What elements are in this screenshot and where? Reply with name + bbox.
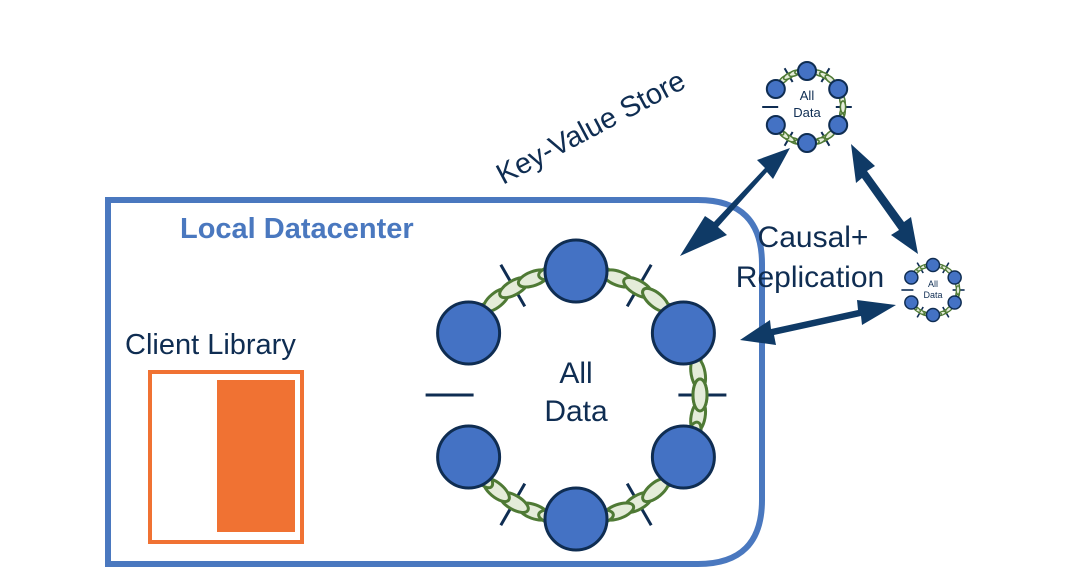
local-datacenter-title: Local Datacenter bbox=[180, 213, 414, 245]
top-ring-label-data: Data bbox=[793, 105, 821, 120]
main-ring-label-all: All bbox=[559, 357, 592, 390]
causal-replication-line2: Replication bbox=[736, 261, 884, 294]
main-ring-node-3 bbox=[650, 424, 716, 490]
right-ring-node-3 bbox=[947, 295, 962, 310]
top-ring-node-6 bbox=[765, 79, 786, 99]
right-ring-nodes bbox=[904, 257, 962, 323]
arrow-local-to-right bbox=[740, 300, 896, 345]
right-ring-node-1 bbox=[925, 257, 941, 273]
right-ring-label-all: All bbox=[928, 279, 938, 289]
main-ring-nodes bbox=[436, 238, 716, 552]
main-ring-node-1 bbox=[543, 238, 609, 304]
key-value-store-label: Key-Value Store bbox=[491, 65, 691, 191]
top-ring-chain-link-23 bbox=[839, 100, 847, 114]
top-ring-node-3 bbox=[828, 115, 849, 135]
main-ring-node-6 bbox=[436, 300, 502, 366]
top-ring-node-2 bbox=[828, 79, 849, 99]
main-ring-node-5 bbox=[436, 424, 502, 490]
top-ring-label-all: All bbox=[800, 88, 815, 103]
local-datacenter-box bbox=[105, 197, 765, 567]
right-ring-node-2 bbox=[947, 270, 962, 285]
right-ring-chain-link-23 bbox=[955, 285, 961, 295]
client-library-label: Client Library bbox=[125, 329, 296, 361]
main-ring-node-4 bbox=[543, 486, 609, 552]
causal-replication-line1: Causal+ bbox=[758, 221, 869, 254]
right-ring-label-data: Data bbox=[923, 290, 942, 300]
top-ring-nodes bbox=[765, 61, 849, 153]
main-ring-label-data: Data bbox=[544, 395, 608, 428]
right-ring-node-4 bbox=[925, 307, 941, 323]
top-ring-node-1 bbox=[797, 61, 817, 81]
main-ring-node-2 bbox=[650, 300, 716, 366]
arrow-top-to-right bbox=[851, 144, 918, 254]
right-ring-node-5 bbox=[904, 295, 919, 310]
client-library-block bbox=[217, 380, 295, 532]
arrow-local-to-top bbox=[680, 148, 790, 256]
main-ring-chain-link-23 bbox=[691, 377, 709, 413]
right-ring-node-6 bbox=[904, 270, 919, 285]
top-ring-node-5 bbox=[765, 115, 786, 135]
top-ring-node-4 bbox=[797, 133, 817, 153]
